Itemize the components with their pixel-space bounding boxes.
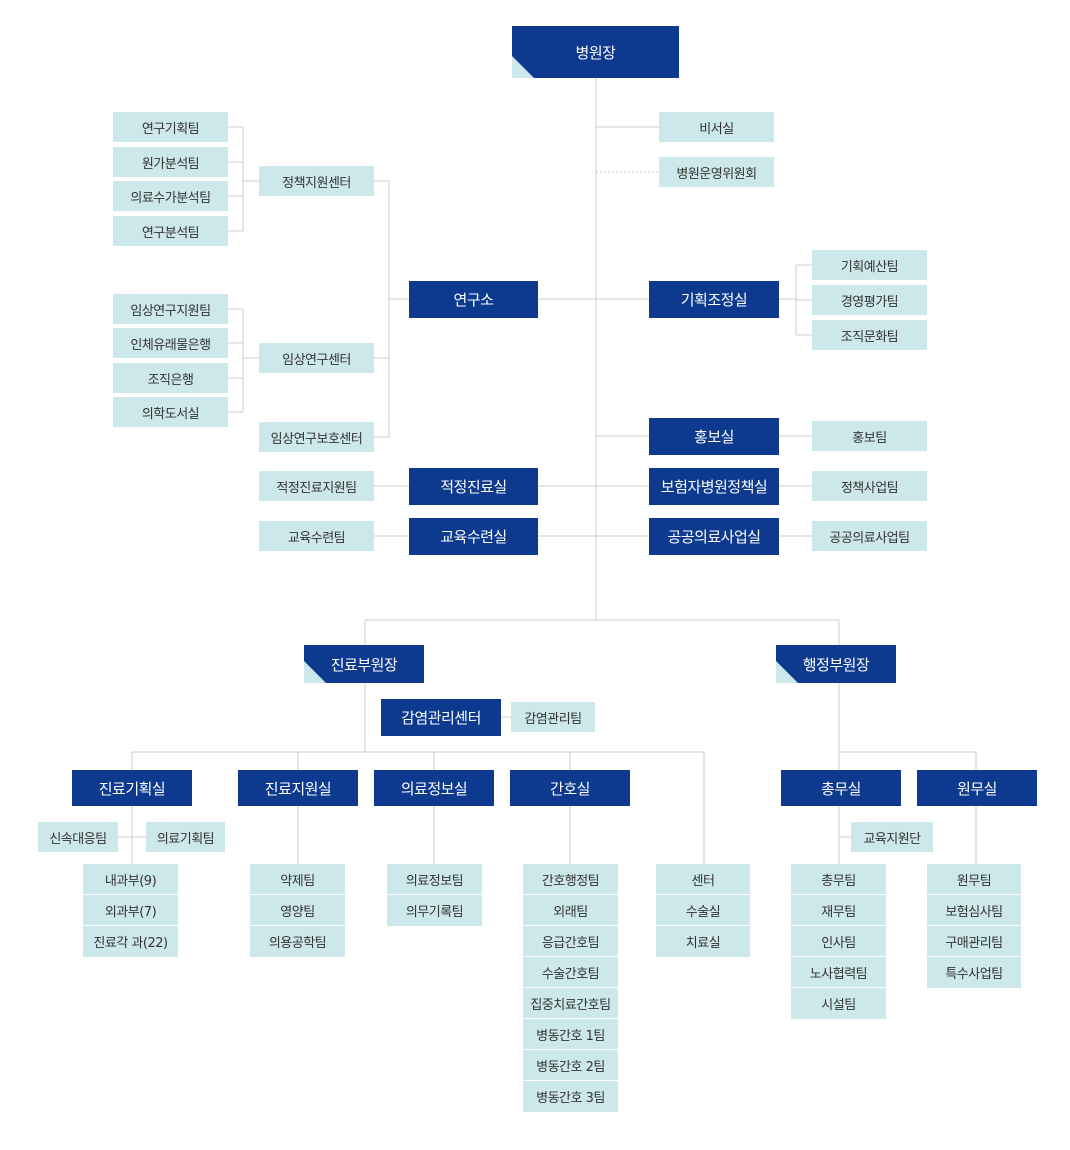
list-item[interactable]: 치료실 [685,936,721,951]
list-item[interactable]: 인사팀 [791,926,886,957]
public-health-team-box[interactable]: 공공의료사업팀 [812,521,927,551]
list-item[interactable]: 내과부(9) [83,864,178,895]
general-affairs-office-box[interactable]: 총무실 [781,770,901,806]
list-item[interactable]: 외래팀 [523,895,618,926]
list-item[interactable]: 센터 [656,864,750,895]
rapid-response-team-box[interactable]: 신속대응팀 [38,822,118,852]
research-analysis-team-box[interactable]: 연구분석팀 [113,216,228,246]
research-institute-box[interactable]: 연구소 [409,281,538,318]
info-teams-list: 의료정보팀 의무기록팀 [387,864,482,926]
training-team-box[interactable]: 교육수련팀 [259,521,374,551]
proper-care-team-box[interactable]: 적정진료지원팀 [259,471,374,501]
support-teams-list: 약제팀 영양팀 의용공학팀 [250,864,345,957]
list-item[interactable]: 의용공학팀 [268,936,327,951]
tissue-bank-box[interactable]: 조직은행 [113,363,228,393]
medical-support-office-box[interactable]: 진료지원실 [238,770,358,806]
policy-business-team-box[interactable]: 정책사업팀 [812,471,927,501]
list-item[interactable]: 시설팀 [821,998,856,1013]
admin-vp-box[interactable]: 행정부원장 [776,645,896,683]
list-item[interactable]: 구매관리팀 [927,926,1021,957]
list-item[interactable]: 수술간호팀 [523,957,618,988]
departments-list: 내과부(9) 외과부(7) 진료각 과(22) [83,864,178,957]
infection-control-center-box[interactable]: 감염관리센터 [381,699,501,736]
cost-analysis-team-box[interactable]: 원가분석팀 [113,147,228,177]
public-health-office-box[interactable]: 공공의료사업실 [649,518,779,555]
biobank-box[interactable]: 인체유래물은행 [113,328,228,358]
medical-library-box[interactable]: 의학도서실 [113,397,228,427]
pr-office-box[interactable]: 홍보실 [649,418,779,455]
medical-planning-team-box[interactable]: 의료기획팀 [146,822,225,852]
list-item[interactable]: 재무팀 [791,895,886,926]
clinical-research-support-team-box[interactable]: 임상연구지원팀 [113,294,228,324]
organization-culture-team-box[interactable]: 조직문화팀 [812,320,927,350]
list-item[interactable]: 원무팀 [927,864,1021,895]
nursing-office-box[interactable]: 간호실 [510,770,630,806]
education-support-team-box[interactable]: 교육지원단 [851,822,933,852]
list-item[interactable]: 노사협력팀 [791,957,886,988]
list-item[interactable]: 의료정보팀 [387,864,482,895]
medical-info-office-box[interactable]: 의료정보실 [374,770,494,806]
list-item[interactable]: 병동간호 3팀 [536,1091,605,1106]
general-teams-list: 총무팀 재무팀 인사팀 노사협력팀 시설팀 [791,864,886,1019]
secretary-office-box[interactable]: 비서실 [659,112,774,142]
list-item[interactable]: 간호행정팀 [523,864,618,895]
research-planning-team-box[interactable]: 연구기획팀 [113,112,228,142]
hospital-director-box[interactable]: 병원장 [512,26,679,78]
nursing-teams-list: 간호행정팀 외래팀 응급간호팀 수술간호팀 집중치료간호팀 병동간호 1팀 병동… [523,864,618,1112]
medical-planning-office-box[interactable]: 진료기획실 [72,770,192,806]
insurer-policy-office-box[interactable]: 보험자병원정책실 [649,468,779,505]
list-item[interactable]: 보험심사팀 [927,895,1021,926]
centers-list: 센터 수술실 치료실 [656,864,750,957]
list-item[interactable]: 특수사업팀 [945,967,1003,982]
medical-vp-box[interactable]: 진료부원장 [304,645,424,683]
budget-planning-team-box[interactable]: 기획예산팀 [812,250,927,280]
list-item[interactable]: 진료각 과(22) [93,936,168,951]
list-item[interactable]: 약제팀 [250,864,345,895]
infection-control-team-box[interactable]: 감염관리팀 [511,702,595,732]
list-item[interactable]: 외과부(7) [83,895,178,926]
clinical-research-center-box[interactable]: 임상연구센터 [259,343,374,373]
research-protection-center-box[interactable]: 임상연구보호센터 [259,422,374,452]
list-item[interactable]: 총무팀 [791,864,886,895]
list-item[interactable]: 의무기록팀 [405,905,464,920]
management-evaluation-team-box[interactable]: 경영평가팀 [812,285,927,315]
list-item[interactable]: 응급간호팀 [523,926,618,957]
affairs-teams-list: 원무팀 보험심사팀 구매관리팀 특수사업팀 [927,864,1021,988]
operations-committee-box[interactable]: 병원운영위원회 [659,157,774,187]
list-item[interactable]: 수술실 [656,895,750,926]
fee-analysis-team-box[interactable]: 의료수가분석팀 [113,181,228,211]
policy-support-center-box[interactable]: 정책지원센터 [259,166,374,196]
list-item[interactable]: 병동간호 1팀 [523,1019,618,1050]
proper-care-office-box[interactable]: 적정진료실 [409,468,538,505]
patient-affairs-office-box[interactable]: 원무실 [917,770,1037,806]
list-item[interactable]: 영양팀 [250,895,345,926]
planning-coordination-office-box[interactable]: 기획조정실 [649,281,779,318]
list-item[interactable]: 집중치료간호팀 [523,988,618,1019]
training-office-box[interactable]: 교육수련실 [409,518,538,555]
pr-team-box[interactable]: 홍보팀 [812,421,927,451]
list-item[interactable]: 병동간호 2팀 [523,1050,618,1081]
